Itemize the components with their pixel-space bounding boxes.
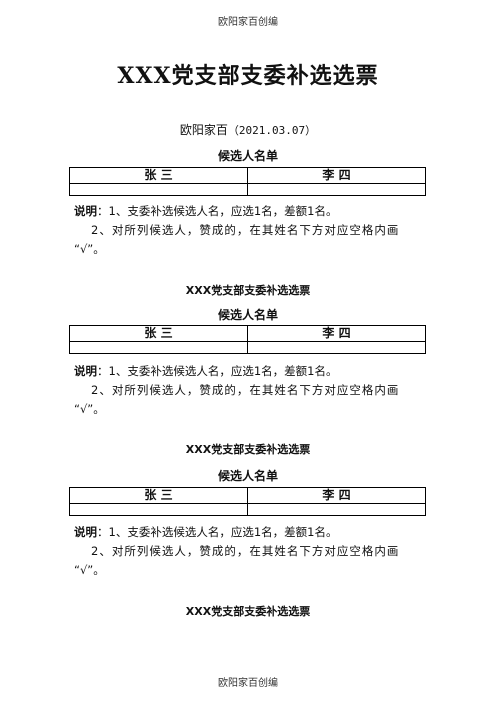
ballot-subtitle: XXX党支部支委补选选票 — [185, 284, 311, 297]
ballot-note-3: 说明：1、支委补选候选人名，应选1名，差额1名。 2、对所列候选人，赞成的，在其… — [74, 523, 434, 580]
ballot-subtitle: XXX党支部支委补选选票 — [185, 443, 311, 456]
byline: 欧阳家百（2021.03.07） — [0, 121, 496, 138]
vote-cell[interactable] — [69, 183, 248, 196]
note-line-2: 2、对所列候选人，赞成的，在其姓名下方对应空格内画 — [91, 544, 400, 558]
candidate-name: 张 三 — [69, 325, 248, 342]
note-line-2: 2、对所列候选人，赞成的，在其姓名下方对应空格内画 — [91, 383, 400, 397]
candidate-list-title: 候选人名单 — [217, 149, 278, 163]
note-line-1: ：1、支委补选候选人名，应选1名，差额1名。 — [97, 364, 338, 378]
note-line-3: “√”。 — [74, 402, 105, 416]
candidate-name: 李 四 — [247, 325, 426, 342]
candidate-table-2: 张 三 李 四 — [69, 325, 426, 354]
candidate-table-3: 张 三 李 四 — [69, 487, 426, 516]
candidate-list-title: 候选人名单 — [217, 469, 278, 483]
note-line-3: “√”。 — [74, 563, 105, 577]
note-label: 说明 — [74, 204, 97, 218]
candidate-list-title: 候选人名单 — [217, 308, 278, 322]
note-line-2: 2、对所列候选人，赞成的，在其姓名下方对应空格内画 — [91, 223, 400, 237]
ballot-subtitle: XXX党支部支委补选选票 — [185, 605, 311, 618]
page-footer: 欧阳家百创编 — [218, 678, 278, 689]
vote-cell[interactable] — [69, 341, 248, 354]
ballot-2-list-title-wrap: 候选人名单 — [0, 306, 496, 324]
note-line-1: ：1、支委补选候选人名，应选1名，差额1名。 — [97, 204, 338, 218]
page-header: 欧阳家百创编 — [218, 17, 278, 28]
note-label: 说明 — [74, 364, 97, 378]
candidate-name: 张 三 — [69, 167, 248, 184]
vote-cell[interactable] — [69, 503, 248, 516]
ballot-3-list-title-wrap: 候选人名单 — [0, 467, 496, 485]
note-line-1: ：1、支委补选候选人名，应选1名，差额1名。 — [97, 525, 338, 539]
candidate-name: 李 四 — [247, 487, 426, 504]
note-label: 说明 — [74, 525, 97, 539]
ballot-4: XXX党支部支委补选选票 — [0, 604, 496, 620]
ballot-3: XXX党支部支委补选选票 — [0, 442, 496, 458]
candidate-name: 李 四 — [247, 167, 426, 184]
ballot-1: 候选人名单 — [0, 147, 496, 165]
document-title: XXX党支部支委补选选票 — [117, 63, 379, 89]
vote-cell[interactable] — [247, 341, 426, 354]
candidate-table-1: 张 三 李 四 — [69, 167, 426, 196]
date: （2021.03.07） — [227, 124, 317, 137]
ballot-note-2: 说明：1、支委补选候选人名，应选1名，差额1名。 2、对所列候选人，赞成的，在其… — [74, 362, 434, 419]
candidate-name: 张 三 — [69, 487, 248, 504]
vote-cell[interactable] — [247, 503, 426, 516]
author: 欧阳家百 — [179, 123, 228, 137]
vote-cell[interactable] — [247, 183, 426, 196]
note-line-3: “√”。 — [74, 242, 105, 256]
ballot-2: XXX党支部支委补选选票 — [0, 283, 496, 299]
ballot-note-1: 说明：1、支委补选候选人名，应选1名，差额1名。 2、对所列候选人，赞成的，在其… — [74, 202, 434, 259]
